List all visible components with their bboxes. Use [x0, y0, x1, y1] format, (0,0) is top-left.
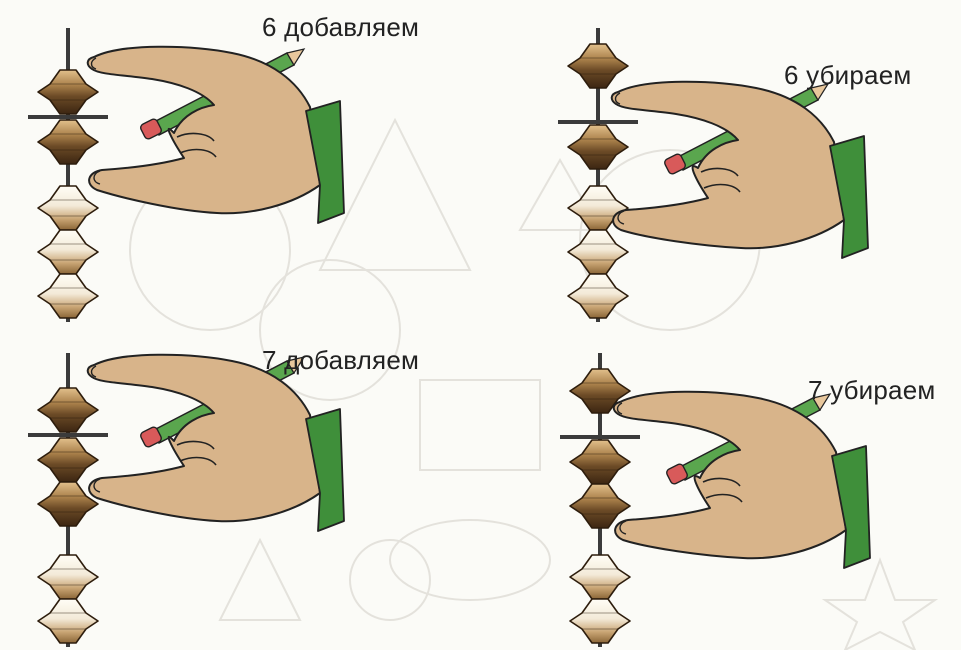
upper-bead — [568, 44, 628, 88]
lower-bead-idle — [38, 599, 98, 643]
lower-bead-idle — [38, 274, 98, 318]
upper-bead — [38, 70, 98, 114]
lower-bead-idle — [570, 555, 630, 599]
caption-6-remove: 6 убираем — [784, 60, 911, 91]
lower-bead-idle — [570, 599, 630, 643]
panel-7-remove: 7 убираем — [538, 325, 961, 650]
lower-bead-idle — [38, 555, 98, 599]
caption-7-remove: 7 убираем — [808, 375, 935, 406]
hand-shape — [88, 355, 320, 522]
caption-7-add: 7 добавляем — [262, 345, 419, 376]
hand-with-pencil — [614, 392, 870, 568]
panel-6-remove: 6 убираем — [538, 0, 961, 325]
lower-bead-counted — [570, 440, 630, 484]
lower-bead-idle — [568, 274, 628, 318]
lower-bead-counted — [568, 125, 628, 169]
lower-bead-counted — [38, 438, 98, 482]
panel-7-add: 7 добавляем — [0, 325, 480, 650]
lower-bead-idle — [568, 230, 628, 274]
caption-6-add: 6 добавляем — [262, 12, 419, 43]
hand-with-pencil — [88, 355, 344, 531]
lower-bead-counted — [38, 120, 98, 164]
upper-bead — [38, 388, 98, 432]
hand-shape — [614, 392, 846, 559]
lower-bead-idle — [38, 230, 98, 274]
hand-with-pencil — [88, 47, 344, 223]
hand-shape — [612, 82, 844, 249]
panel-6-add: 6 добавляем — [0, 0, 480, 325]
hand-shape — [88, 47, 320, 214]
hand-with-pencil — [612, 82, 868, 258]
lower-bead-idle — [38, 186, 98, 230]
